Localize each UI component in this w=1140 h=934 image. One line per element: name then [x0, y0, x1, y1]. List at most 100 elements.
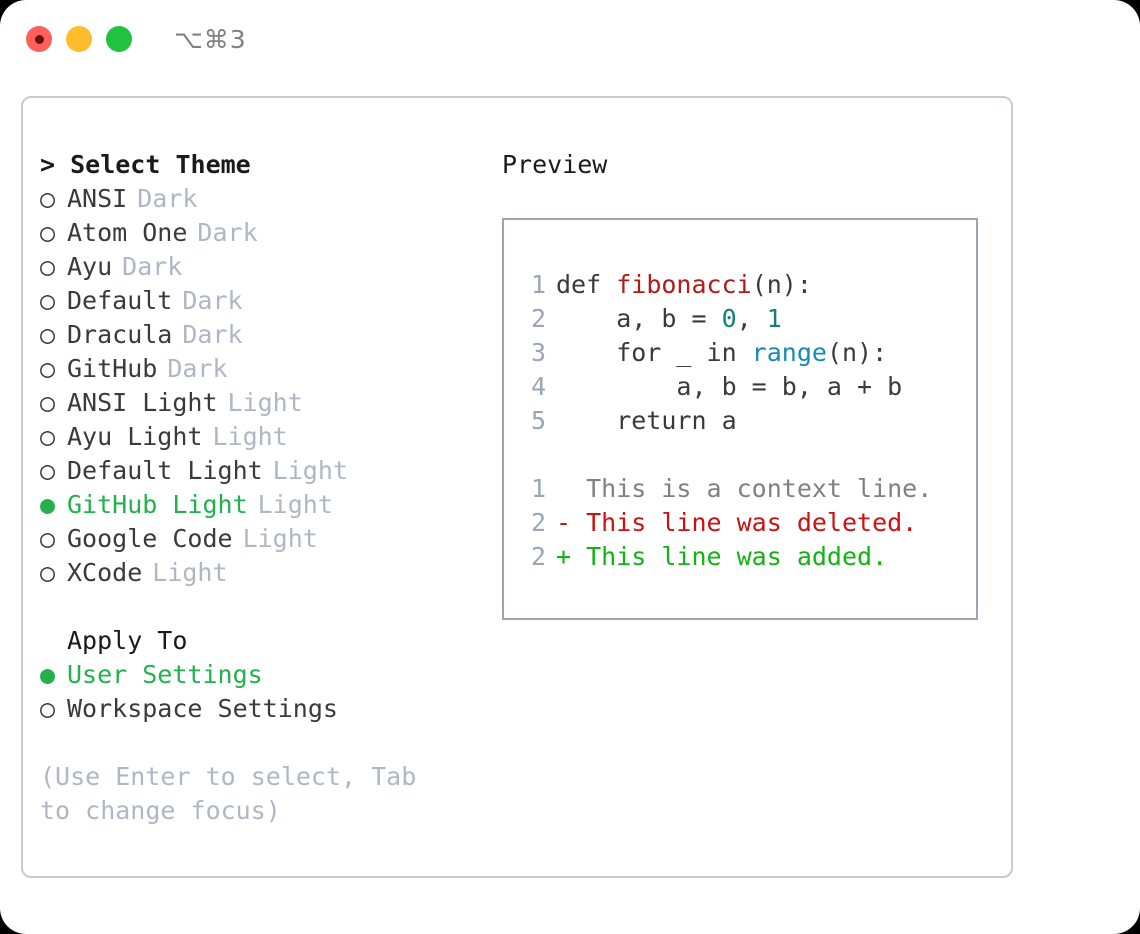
line-number: 4 — [530, 372, 546, 401]
theme-option-label: GitHub — [67, 354, 158, 383]
theme-option-ayu[interactable]: ○ Ayu Dark — [40, 250, 480, 284]
line-number: 1 — [530, 474, 546, 503]
preview-box: 1 def fibonacci(n): 2 a, b = 0, 1 3 for _ i… — [502, 218, 978, 620]
preview-column: Preview 1 def fibonacci(n): 2 a, b = 0, 1 3… — [502, 148, 992, 620]
theme-option-kind-badge: Light — [242, 524, 318, 553]
code-line: 5 return a — [520, 404, 976, 438]
theme-option-xcode[interactable]: ○ XCode Light — [40, 556, 480, 590]
diff-marker: - — [556, 508, 587, 537]
code-token: fibonacci — [616, 270, 752, 299]
preview-title: Preview — [502, 150, 608, 179]
radio-unselected-icon: ○ — [40, 456, 56, 485]
radio-unselected-icon: ○ — [40, 694, 56, 723]
line-number: 2 — [530, 304, 546, 333]
code-token: def — [556, 270, 617, 299]
title-bar: ⌥⌘3 — [0, 0, 1140, 78]
radio-unselected-icon: ○ — [40, 422, 56, 451]
apply-to-option-label: User Settings — [67, 660, 263, 689]
theme-option-label: GitHub Light — [67, 490, 248, 519]
theme-option-ansi-light[interactable]: ○ ANSI Light Light — [40, 386, 480, 420]
radio-unselected-icon: ○ — [40, 524, 56, 553]
theme-option-kind-badge: Light — [227, 388, 303, 417]
theme-option-kind-badge: Light — [152, 558, 228, 587]
code-token: a, b = — [556, 304, 722, 333]
keyboard-hint-text: (Use Enter to select, Tab to change focu… — [40, 762, 417, 825]
theme-option-kind-badge: Dark — [122, 252, 183, 281]
theme-option-kind-badge: Dark — [197, 218, 258, 247]
apply-to-option-workspace-settings[interactable]: ○ Workspace Settings — [40, 692, 480, 726]
apply-to-option-user-settings[interactable]: ● User Settings — [40, 658, 480, 692]
radio-unselected-icon: ○ — [40, 558, 56, 587]
radio-unselected-icon: ○ — [40, 320, 56, 349]
theme-option-label: ANSI Light — [67, 388, 218, 417]
code-line: 3 for _ in range(n): — [520, 336, 976, 370]
code-token: return a — [556, 406, 737, 435]
code-token: a, b = b, a + b — [556, 372, 903, 401]
theme-option-github[interactable]: ○ GitHub Dark — [40, 352, 480, 386]
theme-option-label: Ayu Light — [67, 422, 203, 451]
code-line: 1 def fibonacci(n): — [520, 268, 976, 302]
code-diff-separator — [520, 438, 976, 472]
diff-line: 1 This is a context line. — [520, 472, 976, 506]
code-token: (n): — [751, 270, 812, 299]
radio-unselected-icon: ○ — [40, 218, 56, 247]
theme-option-label: ANSI — [67, 184, 128, 213]
line-number: 1 — [530, 270, 546, 299]
code-token: , — [736, 304, 767, 333]
apply-to-section: Apply To ●User Settings○Workspace Settin… — [40, 624, 480, 726]
code-line: 4 a, b = b, a + b — [520, 370, 976, 404]
theme-option-kind-badge: Dark — [167, 354, 228, 383]
recording-dot-icon — [34, 34, 44, 44]
theme-option-google-code[interactable]: ○ Google Code Light — [40, 522, 480, 556]
select-theme-header: > Select Theme — [40, 150, 251, 179]
theme-option-label: Ayu — [67, 252, 113, 281]
apply-to-list[interactable]: ● User Settings ○ Workspace Settings — [40, 658, 480, 726]
keyboard-shortcut-label: ⌥⌘3 — [174, 24, 247, 54]
diff-marker: + — [556, 542, 587, 571]
theme-option-kind-badge: Light — [257, 490, 333, 519]
radio-unselected-icon: ○ — [40, 354, 56, 383]
minimize-button[interactable] — [66, 26, 92, 52]
theme-option-github-light[interactable]: ● GitHub Light Light — [40, 488, 480, 522]
radio-selected-icon: ● — [40, 660, 56, 689]
theme-option-kind-badge: Dark — [137, 184, 198, 213]
diff-sample: 1 This is a context line.2- This line wa… — [520, 472, 976, 574]
radio-unselected-icon: ○ — [40, 388, 56, 417]
theme-option-ayu-light[interactable]: ○ Ayu Light Light — [40, 420, 480, 454]
apply-to-option-label: Workspace Settings — [67, 694, 338, 723]
diff-line: 2 + This line was added. — [520, 540, 976, 574]
diff-text: This line was deleted. — [586, 508, 918, 537]
diff-text: This line was added. — [586, 542, 888, 571]
line-number: 3 — [530, 338, 546, 367]
line-number: 2 — [530, 542, 546, 571]
theme-option-label: Default — [67, 286, 173, 315]
code-token: 0 — [721, 304, 737, 333]
diff-marker — [556, 472, 586, 506]
theme-option-label: Dracula — [67, 320, 173, 349]
radio-selected-icon: ● — [40, 490, 56, 519]
code-token: 1 — [766, 304, 782, 333]
line-number: 2 — [530, 508, 546, 537]
theme-option-label: XCode — [67, 558, 143, 587]
theme-option-label: Google Code — [67, 524, 233, 553]
code-token: for _ in — [556, 338, 752, 367]
theme-option-kind-badge: Light — [212, 422, 288, 451]
theme-option-kind-badge: Light — [272, 456, 348, 485]
theme-option-atom-one[interactable]: ○ Atom One Dark — [40, 216, 480, 250]
radio-unselected-icon: ○ — [40, 252, 56, 281]
diff-line: 2- This line was deleted. — [520, 506, 976, 540]
theme-option-label: Atom One — [67, 218, 188, 247]
line-number: 5 — [530, 406, 546, 435]
maximize-button[interactable] — [106, 26, 132, 52]
code-token: range — [751, 338, 827, 367]
code-sample: 1 def fibonacci(n): 2 a, b = 0, 1 3 for _ i… — [520, 268, 976, 438]
close-button[interactable] — [26, 26, 52, 52]
